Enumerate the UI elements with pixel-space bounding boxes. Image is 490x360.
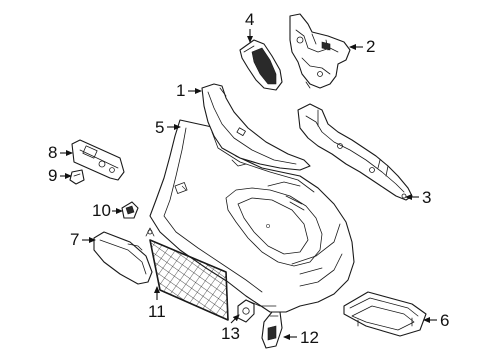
upper-bracket [289,13,351,89]
callout-9: 9 [48,166,72,185]
callout-3-label: 3 [422,188,431,207]
callout-13: 13 [221,314,240,343]
callout-6: 6 [423,311,449,330]
callout-12: 12 [283,328,319,347]
callout-1-label: 1 [176,81,185,100]
callout-10-label: 10 [92,201,111,220]
callout-8-label: 8 [48,143,57,162]
callout-8: 8 [48,143,73,162]
callout-13-label: 13 [221,324,240,343]
latch [261,311,283,349]
upper-trim-piece [201,83,311,171]
cargo-net [145,227,229,321]
vent-bezel [239,39,283,91]
fastener [121,201,139,219]
cargo-hook [237,299,255,323]
callout-4: 4 [245,10,254,43]
callout-1: 1 [176,81,202,100]
callout-2: 2 [349,37,375,56]
callout-13-arrow [230,314,240,324]
callout-11-label: 11 [148,302,166,321]
callout-5-label: 5 [155,118,164,137]
callout-7: 7 [70,230,96,249]
callout-6-label: 6 [440,311,449,330]
callout-7-label: 7 [70,230,79,249]
side-bracket [297,103,413,201]
callout-11: 11 [148,286,166,321]
callout-9-label: 9 [48,166,57,185]
switch-panel [71,139,125,181]
callout-3: 3 [405,188,431,207]
small-clip [69,169,85,185]
storage-lid [93,231,153,285]
callout-10: 10 [92,201,123,220]
callout-4-label: 4 [245,10,254,29]
callout-5: 5 [155,118,181,137]
callout-2-label: 2 [366,37,375,56]
callout-12-label: 12 [300,328,319,347]
storage-tray [343,291,427,337]
